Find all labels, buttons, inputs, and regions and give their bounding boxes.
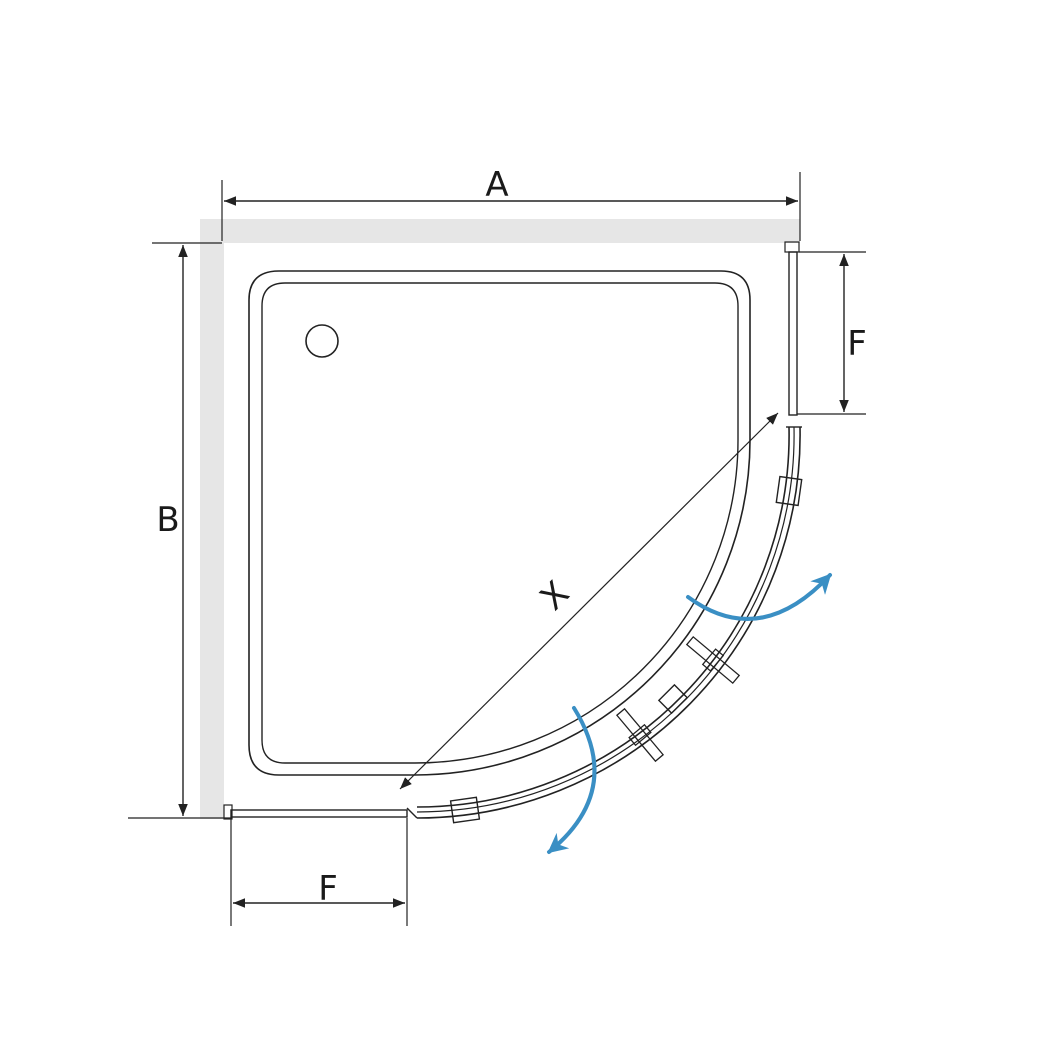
shower-tray [248,270,751,776]
walls [200,219,800,819]
dim-x-line [399,412,779,790]
dimension-lines [128,172,866,926]
door-center-roller [657,683,689,715]
dim-x-label: X [533,574,578,619]
door-end-bottom [406,807,418,819]
dimension-labels: A B F F X [156,165,866,909]
door-swing-arrows [547,573,832,854]
side-wall [200,219,224,819]
side-panels [223,241,800,820]
curved-doors [406,426,803,824]
bottom-fixed-panel [230,809,408,818]
dim-f-right-label: F [847,324,867,364]
door-handle-left [615,707,665,763]
door-roller-top [775,475,803,507]
drain-icon [305,324,339,358]
bottom-wall-bracket [223,804,233,820]
right-wall-bracket [784,241,800,253]
dim-b-label: B [156,500,179,540]
door-roller-bottom [449,796,481,824]
dim-a-label: A [485,165,508,205]
tray-outer-outline [248,270,751,776]
dim-f-bottom-label: F [318,869,338,909]
back-wall [200,219,800,243]
right-fixed-panel [788,251,798,416]
